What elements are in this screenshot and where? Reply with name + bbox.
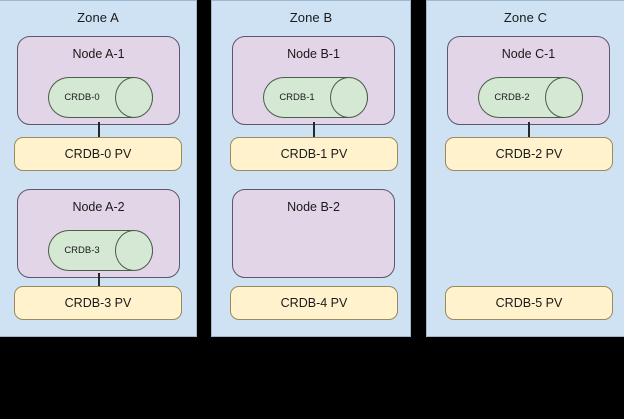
zone-title-a: Zone A [77, 10, 119, 25]
pv-box-crdb-5[interactable]: CRDB-5 PV [445, 286, 613, 320]
crdb-pod-label-1: CRDB-1 [279, 92, 315, 103]
node-box-a-1[interactable]: Node A-1 CRDB-0 [17, 36, 180, 125]
node-box-b-2[interactable]: Node B-2 [232, 189, 395, 278]
node-label-a-1: Node A-1 [72, 47, 125, 61]
zone-panel-b: Zone B Node B-1 CRDB-1 CRDB-1 PV Node B-… [211, 0, 411, 337]
node-label-a-2: Node A-2 [72, 200, 125, 214]
cylinder-cap [115, 77, 153, 118]
pv-box-crdb-3[interactable]: CRDB-3 PV [14, 286, 182, 320]
crdb-pod-cylinder-2[interactable]: CRDB-2 [478, 77, 583, 118]
node-label-b-1: Node B-1 [287, 47, 340, 61]
zone-panel-c: Zone C Node C-1 CRDB-2 CRDB-2 PV CRDB-5 … [426, 0, 624, 337]
node-label-b-2: Node B-2 [287, 200, 340, 214]
pv-box-crdb-4[interactable]: CRDB-4 PV [230, 286, 398, 320]
cylinder-cap [330, 77, 368, 118]
pv-box-crdb-2[interactable]: CRDB-2 PV [445, 137, 613, 171]
node-box-b-1[interactable]: Node B-1 CRDB-1 [232, 36, 395, 125]
zone-title-b: Zone B [289, 10, 333, 25]
node-label-c-1: Node C-1 [501, 47, 556, 61]
crdb-pod-cylinder-0[interactable]: CRDB-0 [48, 77, 153, 118]
crdb-pod-label-0: CRDB-0 [64, 92, 100, 103]
crdb-pod-label-2: CRDB-2 [494, 92, 530, 103]
pod-pv-connector-3 [98, 273, 100, 288]
crdb-pod-cylinder-3[interactable]: CRDB-3 [48, 230, 153, 271]
cylinder-cap [545, 77, 583, 118]
zone-title-c: Zone C [503, 10, 548, 25]
pod-pv-connector-2 [528, 122, 530, 139]
cylinder-cap [115, 230, 153, 271]
node-box-c-1[interactable]: Node C-1 CRDB-2 [447, 36, 610, 125]
pod-pv-connector-0 [98, 122, 100, 139]
crdb-pod-cylinder-1[interactable]: CRDB-1 [263, 77, 368, 118]
crdb-pod-label-3: CRDB-3 [64, 245, 100, 256]
zone-panel-a: Zone A Node A-1 CRDB-0 CRDB-0 PV Node A-… [0, 0, 197, 337]
pod-pv-connector-1 [313, 122, 315, 139]
pv-box-crdb-0[interactable]: CRDB-0 PV [14, 137, 182, 171]
pv-box-crdb-1[interactable]: CRDB-1 PV [230, 137, 398, 171]
node-box-a-2[interactable]: Node A-2 CRDB-3 [17, 189, 180, 278]
